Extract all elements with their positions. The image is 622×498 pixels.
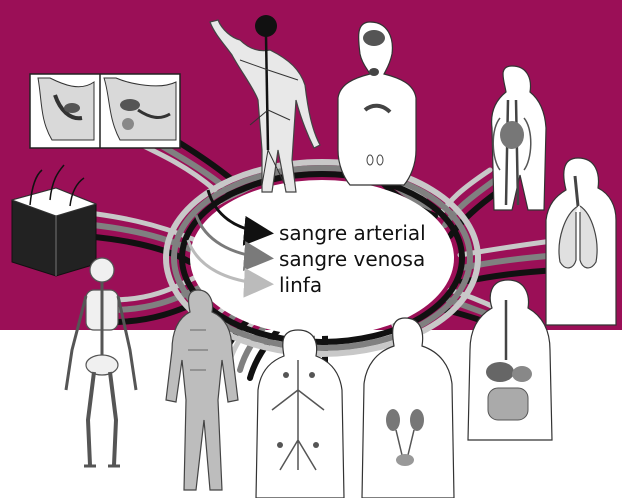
legend-venous-label: sangre venosa xyxy=(279,247,425,271)
reproductive-organs-icon xyxy=(30,74,180,148)
legend-lymph-label: linfa xyxy=(279,273,322,297)
legend-arterial-label: sangre arterial xyxy=(279,221,426,245)
